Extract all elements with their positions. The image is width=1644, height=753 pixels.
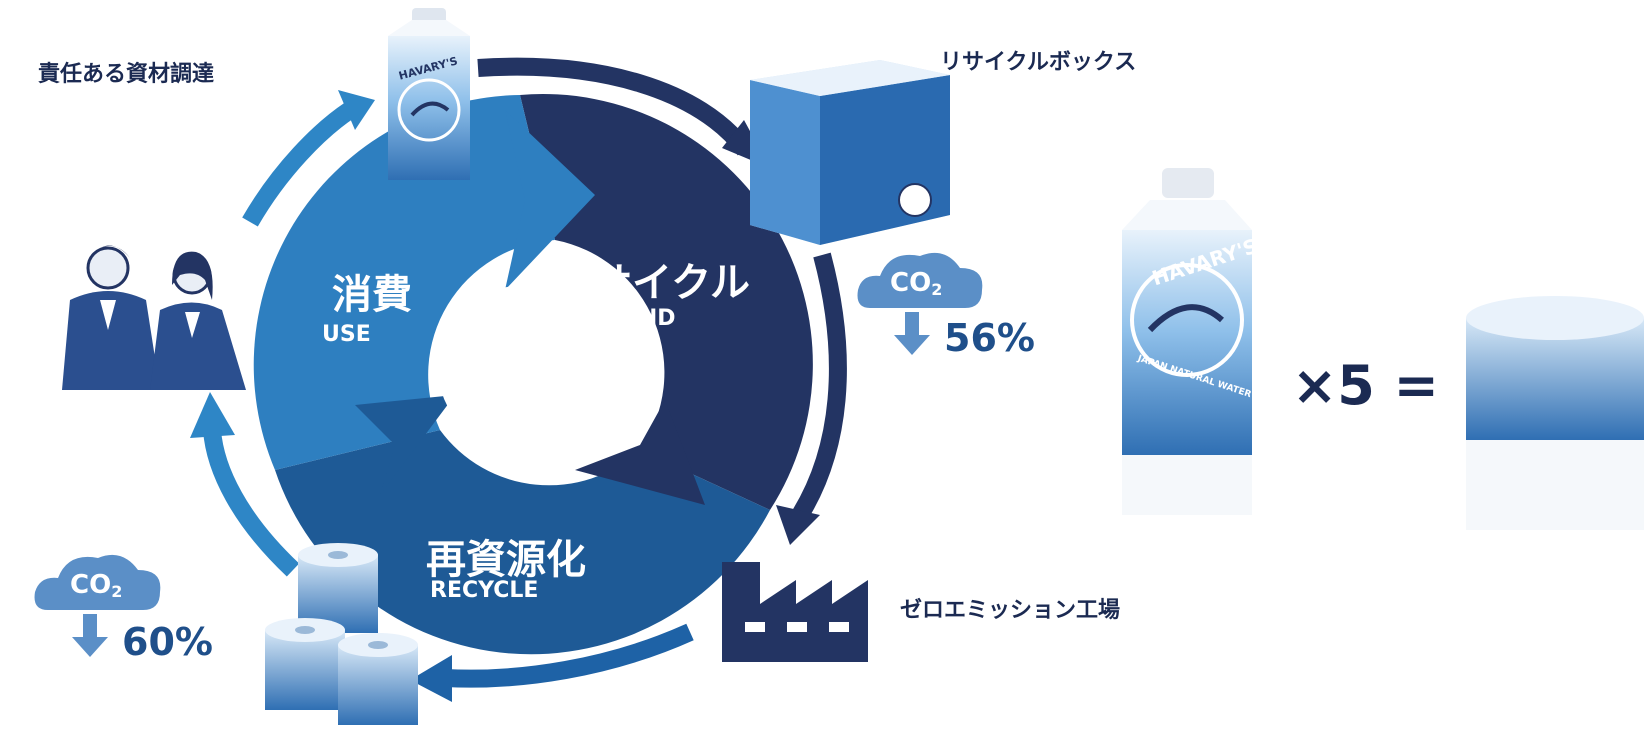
recycle-title: 再資源化	[426, 537, 586, 583]
co2-cloud-top	[857, 252, 983, 355]
multiplier-equation: ×5 =	[1292, 354, 1439, 417]
co2-bottom-subscript: 2	[111, 582, 123, 601]
use-title: 消費	[332, 272, 412, 318]
co2-top-label: CO2	[890, 268, 942, 299]
toilet-rolls-image	[265, 543, 418, 725]
outer-arrow-people-to-carton	[242, 90, 375, 227]
people-illustration	[62, 245, 246, 390]
outer-arrow-rolls-to-people	[190, 392, 300, 577]
carton-top-image	[388, 8, 470, 180]
co2-bottom-text: CO	[70, 570, 112, 600]
factory-icon	[722, 562, 868, 662]
factory-label: ゼロエミッション工場	[900, 598, 1121, 623]
roll-large-image	[1466, 296, 1644, 530]
recycle-box-image	[750, 60, 950, 245]
co2-top-subscript: 2	[931, 280, 943, 299]
send-title: リサイクル	[552, 260, 750, 306]
co2-cloud-bottom	[34, 554, 161, 657]
co2-reduction-bottom: 60%	[122, 620, 213, 664]
co2-top-text: CO	[890, 268, 932, 298]
co2-bottom-label: CO2	[70, 570, 122, 601]
outer-arrow-factory-to-rolls	[410, 623, 694, 702]
outer-arrow-send-to-factory	[776, 252, 847, 545]
recycle-box-label: リサイクルボックス	[940, 50, 1137, 75]
cycle-ring	[253, 94, 813, 655]
carton-large-image	[1122, 168, 1252, 515]
recycle-subtitle: RECYCLE	[430, 578, 539, 603]
send-subtitle: SEND	[608, 306, 676, 331]
sourcing-label: 責任ある資材調達	[38, 62, 215, 87]
use-subtitle: USE	[322, 322, 371, 347]
co2-reduction-top: 56%	[944, 316, 1035, 360]
